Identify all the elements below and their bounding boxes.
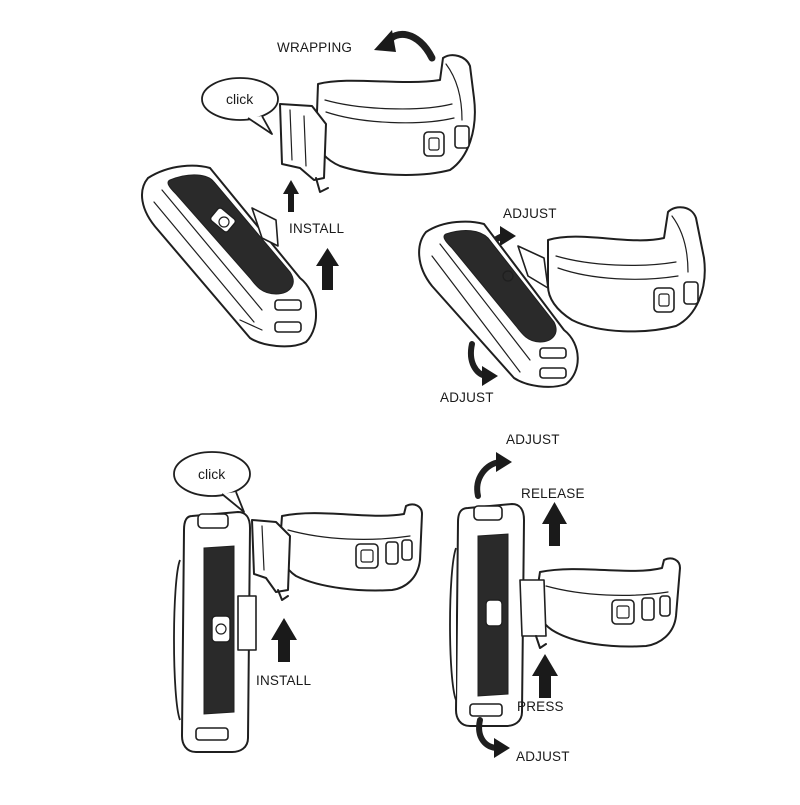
panel-adjust-top: ADJUST <box>418 206 706 405</box>
taillight-vertical-release <box>449 503 547 727</box>
mount-clip-top <box>279 103 329 193</box>
adjust-label-top-upper: ADJUST <box>503 206 557 221</box>
click-bubble-bottom: click <box>173 451 251 513</box>
taillight-adjust-top <box>418 220 579 388</box>
click-text-bottom: click <box>198 466 226 482</box>
click-text-top: click <box>226 91 254 107</box>
install-label-bottom: INSTALL <box>256 673 311 688</box>
strap-bottom <box>279 503 423 592</box>
panel-install-top: WRAPPING click INSTAL <box>141 30 476 348</box>
release-label: RELEASE <box>521 486 585 501</box>
mount-clip-bottom <box>251 519 291 601</box>
adjust-label-bottom-lower: ADJUST <box>516 749 570 764</box>
strap-adjust-top <box>547 206 706 333</box>
taillight-vertical-bottom <box>173 511 257 753</box>
taillight-horizontal <box>141 164 318 348</box>
strap-top <box>315 54 476 176</box>
panel-install-bottom: click <box>173 451 423 753</box>
install-arrow-bottom <box>271 618 297 662</box>
press-arrow <box>532 654 558 698</box>
install-arrow-big-top <box>316 248 339 290</box>
adjust-arrow-bottom-upper <box>474 452 512 499</box>
adjust-arrow-lower <box>468 341 498 386</box>
strap-release <box>535 557 681 648</box>
press-label: PRESS <box>517 699 564 714</box>
adjust-label-top-lower: ADJUST <box>440 390 494 405</box>
release-arrow <box>542 502 567 546</box>
wrapping-arrow <box>374 30 436 62</box>
install-arrow-small-top <box>283 180 299 212</box>
adjust-arrow-bottom-lower <box>476 717 510 758</box>
wrapping-label: WRAPPING <box>277 40 352 55</box>
panel-release-bottom: ADJUST RELEASE <box>449 432 681 764</box>
install-label-top: INSTALL <box>289 221 344 236</box>
click-bubble-top: click <box>201 77 279 135</box>
adjust-label-bottom-upper: ADJUST <box>506 432 560 447</box>
